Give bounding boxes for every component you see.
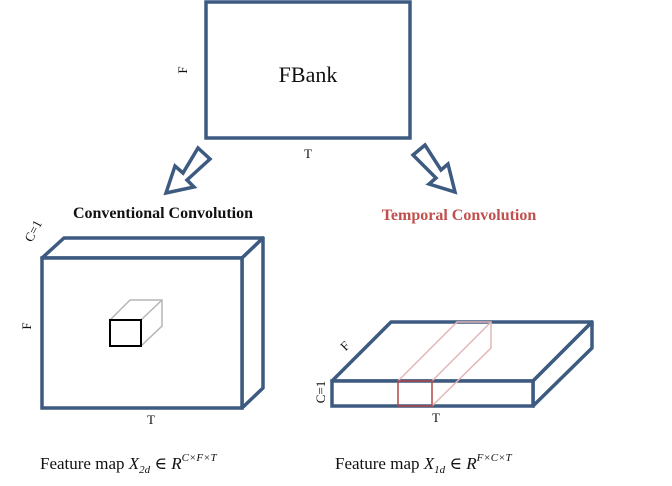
- temporal-time-label: T: [432, 410, 440, 425]
- temporal-caption-in: ∈: [445, 454, 466, 473]
- temporal-freq-label: F: [337, 338, 353, 354]
- fbank-time-label: T: [304, 146, 312, 161]
- conventional-channel-label: C=1: [21, 217, 45, 244]
- temporal-feature-map: C=1 F T: [313, 320, 594, 425]
- temporal-caption-text: Feature map: [335, 454, 424, 473]
- right-arrow-icon: [410, 142, 458, 195]
- conventional-caption-text: Feature map: [40, 454, 129, 473]
- temporal-caption-var: X: [423, 454, 435, 473]
- conventional-top-face: [40, 236, 265, 260]
- temporal-caption-sup: F×C×T: [476, 452, 513, 464]
- temporal-caption: Feature map X1d ∈ RF×C×T: [335, 452, 513, 476]
- conventional-caption-sub: 2d: [139, 464, 151, 476]
- conventional-caption-in: ∈: [150, 454, 171, 473]
- fbank-title: FBank: [279, 62, 338, 87]
- fbank-freq-label: F: [175, 66, 190, 73]
- fbank-box: [204, 0, 412, 140]
- temporal-caption-sub: 1d: [434, 464, 446, 476]
- fbank-block: FBank F T: [175, 0, 412, 161]
- temporal-channel-label: C=1: [313, 381, 328, 404]
- conventional-freq-label: F: [19, 322, 34, 329]
- conventional-time-label: T: [147, 412, 155, 427]
- conventional-kernel-face: [109, 319, 142, 347]
- conventional-side-face: [240, 236, 265, 410]
- temporal-kernel: [397, 321, 492, 407]
- conventional-caption-set: R: [170, 454, 182, 473]
- temporal-kernel-face: [397, 380, 433, 407]
- temporal-heading: Temporal Convolution: [382, 207, 537, 224]
- left-arrow-icon: [163, 145, 213, 196]
- temporal-caption-set: R: [465, 454, 477, 473]
- conventional-feature-map: C=1 F T: [19, 217, 265, 427]
- conventional-caption-var: X: [128, 454, 140, 473]
- conventional-heading: Conventional Convolution: [73, 205, 253, 222]
- conventional-caption: Feature map X2d ∈ RC×F×T: [40, 452, 218, 476]
- conventional-caption-sup: C×F×T: [182, 452, 218, 464]
- conventional-kernel: [109, 299, 163, 347]
